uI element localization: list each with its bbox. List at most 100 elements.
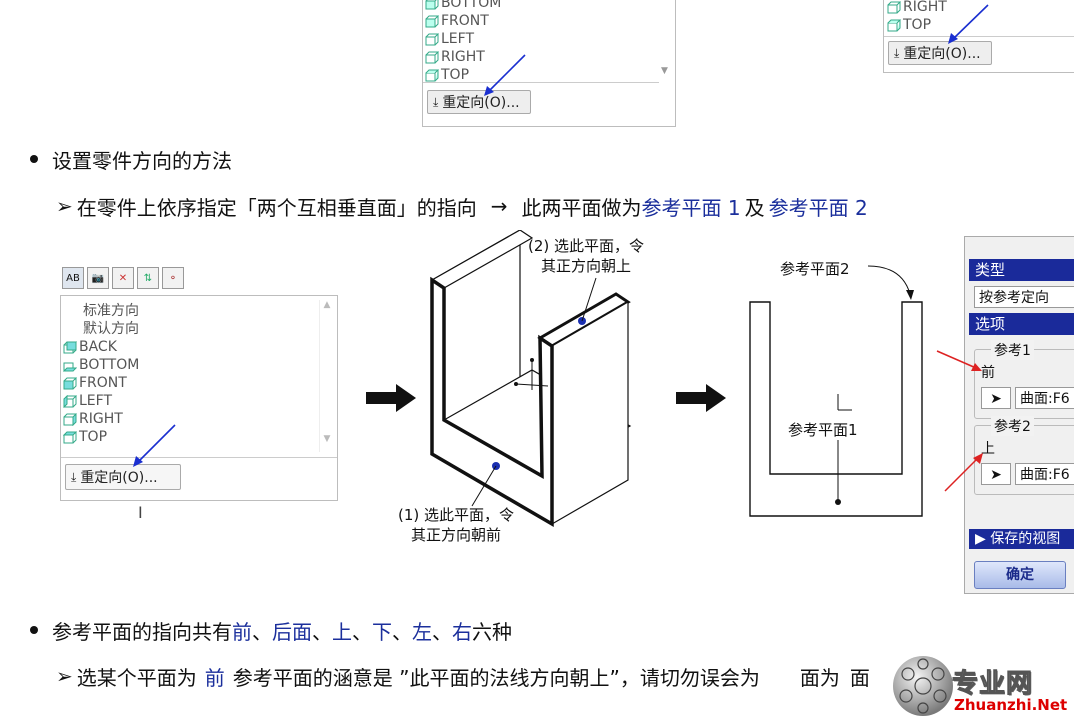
view-item-label: FRONT [441,13,489,29]
top-view-list-window: BOTTOM FRONT LEFT RIGHT TOP ▼ ⤓ 重定向(O)..… [422,0,676,127]
separator: 、 [392,619,412,644]
sort-icon[interactable]: ⇅ [137,267,159,289]
separator: 、 [252,619,272,644]
bullet-dot [30,626,38,634]
directions-suffix: 六种 [472,619,512,644]
u-part-3d-diagram [430,230,632,528]
sub2-text-b: 参考平面的涵意是 ”此平面的法线方向朝上”，请切勿误会为 [232,665,760,690]
scroll-down-arrow[interactable]: ▼ [323,434,331,444]
ok-button[interactable]: 确定 [974,561,1066,589]
camera-icon[interactable]: 📷 [87,267,109,289]
red-pointer-arrow-ref2 [944,453,983,492]
sub-arrow-icon: ➢ [56,664,73,688]
sub-method-line: ➢ 在零件上依序指定「两个互相垂直面」的指向 → 此两平面做为 参考平面 1 及… [56,193,868,220]
type-header: 类型 [969,259,1074,281]
cube-view-icon [425,0,439,9]
direction-back: 后面 [272,619,312,644]
scrollbar-down-arrow[interactable]: ▼ [661,66,668,76]
ref1-direction-value[interactable]: 前 [981,365,995,381]
bullet-dot [30,155,38,163]
cube-view-icon [63,412,77,426]
sub-meaning-line: ➢ 选某个平面为 前 参考平面的涵意是 ”此平面的法线方向朝上”，请切勿误会为 … [56,663,870,690]
reorient-button[interactable]: ⤓ 重定向(O)... [65,464,181,490]
view-item-right[interactable]: RIGHT [63,410,317,428]
view-item-bottom[interactable]: BOTTOM [63,356,317,374]
ref1-legend: 参考1 [991,340,1034,360]
text-label-icon[interactable]: AB [62,267,84,289]
watermark-ball-logo [893,656,953,716]
saved-views-header[interactable]: ▶ 保存的视图 [969,529,1074,549]
direction-top: 上 [332,619,352,644]
ref2-surface-field[interactable]: 曲面:F6 [1015,463,1074,485]
view-item-right[interactable]: RIGHT [887,0,1074,16]
ref-plane-2-label: 参考平面2 [780,260,850,278]
pointer-arrow-top-right [948,4,989,44]
view-item-top[interactable]: TOP [425,66,659,84]
ref-plane-1-label: 参考平面1 [788,421,858,439]
bullet-method-text: 设置零件方向的方法 [52,148,232,173]
graph-icon[interactable]: ⚬ [162,267,184,289]
pointer-arrow-orient [133,424,176,467]
big-right-arrow-icon [366,384,416,412]
direction-front: 前 [232,619,252,644]
ref-plane-2-text: 参考平面 2 [768,195,868,220]
list-separator [423,82,659,83]
text-cursor-icon: I [138,503,143,522]
reorient-button[interactable]: ⤓ 重定向(O)... [427,90,531,114]
ref1-group: 参考1 前 ➤ 曲面:F6 [974,340,1074,419]
watermark-en-text: Zhuanzhi.Net [954,696,1068,714]
view-item-top[interactable]: TOP [887,16,1074,34]
list-separator [61,457,337,458]
view-item-front[interactable]: FRONT [63,374,317,392]
scrollbar[interactable]: ▲ ▼ [319,300,334,452]
view-list: BOTTOM FRONT LEFT RIGHT TOP [425,0,659,84]
view-item-label: RIGHT [441,49,485,65]
label-line: 其正方向朝前 [411,526,502,544]
cube-view-icon [425,51,439,63]
separator: 、 [312,619,332,644]
reorient-button[interactable]: ⤓ 重定向(O)... [888,41,992,65]
view-item-right[interactable]: RIGHT [425,48,659,66]
reorient-button-label: 重定向(O)... [903,46,981,62]
view-item-bottom[interactable]: BOTTOM [425,0,659,12]
sub2-text-c: 面为 [799,665,840,690]
view-item-top[interactable]: TOP [63,428,317,446]
list-item-default[interactable]: 默认方向 [63,320,317,338]
pointer-arrow-top-left [484,54,526,96]
reorient-icon: ⤓ [894,45,900,60]
directions-prefix: 参考平面的指向共有 [52,619,232,644]
cursor-arrow-icon: ➤ [990,467,1002,483]
view-item-front[interactable]: FRONT [425,12,659,30]
orientation-toolbar: AB 📷 ✕ ⇅ ⚬ [62,267,184,289]
saved-views-label: 保存的视图 [990,531,1061,547]
list-item-standard[interactable]: 标准方向 [63,302,317,320]
direction-bottom: 下 [372,619,392,644]
sub-arrow-icon: ➢ [56,194,73,218]
scroll-up-arrow[interactable]: ▲ [323,300,331,310]
ref1-select-button[interactable]: ➤ [981,387,1011,409]
ref2-select-button[interactable]: ➤ [981,463,1011,485]
sub2-text-a: 选某个平面为 [76,665,197,690]
view-item-label: BACK [79,339,117,355]
cube-view-icon [63,341,77,353]
cube-view-icon [425,15,439,27]
cube-view-icon [887,1,901,13]
direction-left: 左 [412,619,432,644]
ref2-direction-value[interactable]: 上 [981,441,995,457]
red-pointer-arrow-ref1 [936,350,982,371]
axes-icon[interactable]: ✕ [112,267,134,289]
view-item-left[interactable]: LEFT [425,30,659,48]
ok-button-label: 确定 [1006,567,1034,583]
view-item-label: RIGHT [79,411,123,427]
big-right-arrow-icon [676,384,726,412]
cube-view-icon [63,362,77,371]
type-dropdown[interactable]: 按参考定向 [974,286,1074,308]
label-select-front-plane: (1) 选此平面，令 其正方向朝前 [398,505,514,545]
view-item-back[interactable]: BACK [63,338,317,356]
separator: 、 [352,619,372,644]
ref1-surface-field[interactable]: 曲面:F6 [1015,387,1074,409]
u-section-2d-diagram [749,265,923,517]
view-item-left[interactable]: LEFT [63,392,317,410]
ref-plane-1-text: 参考平面 1 [641,195,741,220]
reorient-icon: ⤓ [71,469,77,484]
